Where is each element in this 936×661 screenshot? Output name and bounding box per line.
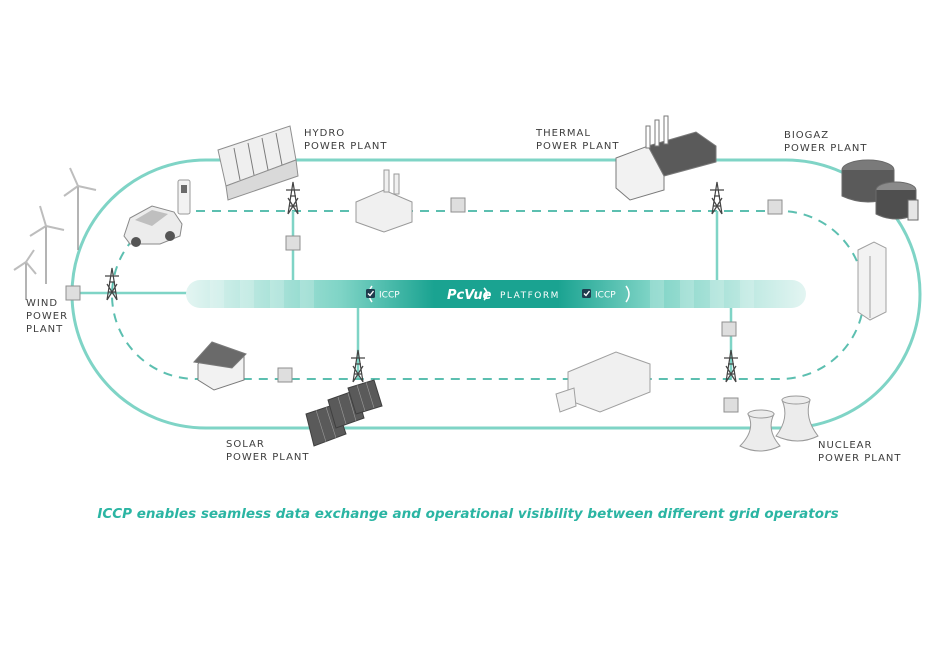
nuclear-plant-icon (739, 395, 819, 452)
iccp-badge-left: ICCP (366, 285, 400, 303)
check-icon (583, 290, 591, 297)
electric-car-icon (123, 179, 191, 247)
hydro-plant-icon (217, 125, 299, 201)
caption: ICCP enables seamless data exchange and … (97, 506, 839, 522)
pcvue-platform-bar: ICCP PcVue PLATFORM ICCP (186, 280, 806, 308)
label-hydro: HYDRO POWER PLANT (304, 128, 388, 152)
office-tower-icon (857, 241, 887, 321)
pylon-icon (105, 181, 738, 383)
swoosh-icon (483, 287, 488, 301)
iccp-badge-right: ICCP (582, 285, 630, 303)
label-thermal: THERMAL POWER PLANT (536, 128, 620, 152)
label-biogaz: BIOGAZ POWER PLANT (784, 130, 868, 154)
label-solar: SOLAR POWER PLANT (226, 439, 310, 463)
biogas-plant-icon (841, 159, 919, 221)
svg-text:ICCP: ICCP (379, 291, 400, 301)
thermal-plant-icon (615, 115, 717, 201)
svg-text:PcVue: PcVue (447, 288, 492, 303)
label-wind: WIND POWER PLANT (26, 298, 69, 335)
wind-turbine-icon (13, 167, 97, 300)
svg-text:PLATFORM: PLATFORM (500, 291, 560, 301)
house-icon (193, 341, 247, 391)
svg-text:ICCP: ICCP (595, 291, 616, 301)
check-icon (367, 290, 375, 297)
factory-icon (355, 169, 413, 233)
label-nuclear: NUCLEAR POWER PLANT (818, 440, 902, 464)
substation-box-icon (65, 197, 783, 413)
warehouse-icon (555, 351, 651, 413)
inner-grid-ring (111, 210, 865, 380)
solar-panel-icon (305, 379, 383, 447)
pcvue-logo: PcVue PLATFORM (447, 287, 560, 303)
